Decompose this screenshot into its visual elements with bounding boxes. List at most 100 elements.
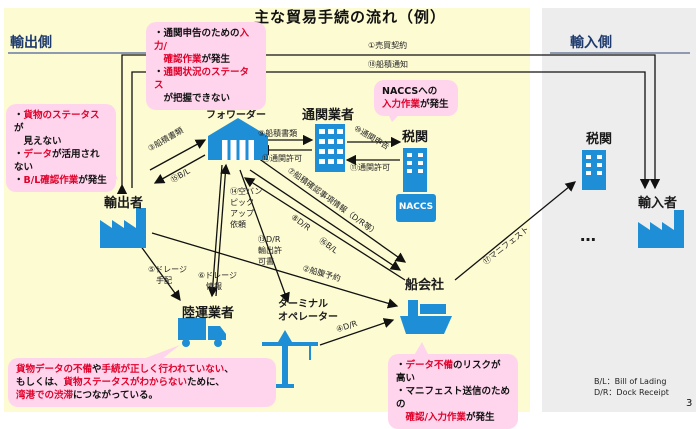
import-side-rule <box>550 52 690 54</box>
export-side-rule <box>8 52 158 54</box>
callout-line: ・通関状況のステータス <box>154 66 258 92</box>
arrow-drayage-info <box>207 164 223 298</box>
callout-line: NACCSへの <box>382 85 450 98</box>
abbreviation-notes: B/L：Bill of Lading D/R：Dock Receipt <box>594 376 669 398</box>
edge-label-sales-contract: ①売買契約 <box>368 41 408 50</box>
callout-text <box>396 412 406 423</box>
edge-label-shipping-notice: ⑱船積通知 <box>368 60 408 69</box>
highlight-text: 貨物データの不備 <box>16 364 93 375</box>
export-customs-label: 税関 <box>402 130 429 145</box>
import-side-label: 輸入側 <box>570 35 612 51</box>
callout-text: が <box>14 123 24 134</box>
edge-label-permit-11: ⑪通関許可 <box>350 163 390 172</box>
callout-text: が発生 <box>420 99 449 110</box>
naccs-label: NACCS <box>398 202 434 212</box>
arrow-bl-16 <box>243 177 406 281</box>
callout-text: ・ <box>14 175 24 186</box>
highlight-text: 確認作業 <box>163 54 202 65</box>
carrier-callout: ・データ不備のリスクが高い・マニフェスト送信のための 確認/入力作業が発生 <box>388 354 518 429</box>
callout-line: ・B/L確認作業が発生 <box>14 174 108 187</box>
arrow-booking <box>151 232 399 309</box>
edge-e13-line3: 可書 <box>258 257 274 266</box>
highlight-text: 確認/入力作業 <box>405 412 466 423</box>
edge-e6-line2: 情報 <box>206 282 222 291</box>
callout-line: 湾港での渋滞につながっている。 <box>16 389 268 402</box>
callout-text: が発生 <box>466 412 495 423</box>
edge-label-dr-export-permit: ⑬D/R 輸出許 可書 <box>258 234 282 267</box>
highlight-text: 湾港での渋滞 <box>16 390 74 401</box>
callout-line: 確認/入力作業が発生 <box>396 411 510 424</box>
land-callout-tail <box>135 345 180 362</box>
callout-text <box>154 54 164 65</box>
carrier-icon <box>400 300 452 334</box>
terminal-label-line2: オペレーター <box>278 312 338 323</box>
highlight-text: 入力/ <box>154 28 250 52</box>
edge-e5-line2: 手配 <box>156 276 172 285</box>
highlight-text: データ不備 <box>405 360 454 371</box>
exporter-label: 輸出者 <box>104 196 144 211</box>
customs-broker-label: 通関業者 <box>302 108 355 123</box>
importer-label: 輸入者 <box>638 196 678 211</box>
highlight-text: 通関状況のステータス <box>154 67 250 91</box>
edge-e14-line1: ⑭空バン <box>230 187 263 196</box>
arrow-loading-confirm <box>247 148 407 263</box>
forwarder-callout: ・通関申告のための入力/ 確認作業が発生・通関状況のステータス が把握できない <box>146 22 266 110</box>
edge-e13-line2: 輸出許 <box>258 246 282 255</box>
arrow-shipping-notice <box>131 71 651 190</box>
note-bl: B/L：Bill of Lading <box>594 377 667 386</box>
callout-text: ・通関申告のための <box>154 28 240 39</box>
callout-line: ・データが活用されない <box>14 148 108 174</box>
callout-line: ・マニフェスト送信のための <box>396 385 510 411</box>
callout-text: もしくは、 <box>16 377 64 388</box>
callout-text: が把握できない <box>154 93 231 104</box>
carrier-label: 船会社 <box>405 278 445 293</box>
exporter-icon <box>100 208 146 248</box>
land-transport-label: 陸運業者 <box>182 306 235 321</box>
arrow-empty-pickup <box>215 163 231 297</box>
edge-label-empty-pickup: ⑭空バン ピック アップ 依頼 <box>230 186 262 230</box>
callout-text: ・ <box>14 149 24 160</box>
callout-line: 確認作業が発生 <box>154 53 258 66</box>
arrow-dr-4 <box>319 318 395 346</box>
highlight-text: 貨物ステータスがわからない <box>63 377 188 388</box>
arrow-dr-8 <box>249 169 402 271</box>
callout-line: 貨物データの不備や手続が正しく行われていない、 <box>16 363 268 376</box>
diagram-title: 主な貿易手続の流れ（例） <box>253 8 446 26</box>
callout-line: 入力作業が発生 <box>382 98 450 111</box>
callout-text: につながっている。 <box>73 390 159 401</box>
highlight-text: 貨物のステータス <box>23 110 100 121</box>
highlight-text: B/L確認作業 <box>23 175 79 186</box>
callout-line: ・通関申告のための入力/ <box>154 27 258 53</box>
import-side-panel <box>542 8 696 412</box>
export-side-label: 輸出側 <box>10 35 52 51</box>
edge-label-drayage-info: ⑥ドレージ 情報 <box>198 270 237 292</box>
highlight-text: 手続が正しく行われていない <box>101 364 225 375</box>
arrow-bl-15 <box>153 154 206 184</box>
callout-text: ・マニフェスト送信のための <box>396 386 511 410</box>
callout-text: ・ <box>396 360 406 371</box>
terminal-operator-label: ターミナル オペレーター <box>278 298 338 324</box>
edge-e14-line2: ピック <box>230 198 254 207</box>
callout-line: 見えない <box>14 135 108 148</box>
callout-text: のリスクが高い <box>396 360 501 384</box>
callout-text: 見えない <box>14 136 62 147</box>
terminal-label-line1: ターミナル <box>278 299 328 310</box>
terminal-operator-icon <box>262 330 318 388</box>
import-customs-icon <box>582 150 606 190</box>
note-dr: D/R：Dock Receipt <box>594 388 669 397</box>
callout-text: NACCSへの <box>382 86 438 97</box>
page-number: 3 <box>686 398 693 409</box>
arrow-manifest <box>454 181 577 281</box>
customs-broker-icon <box>315 124 345 172</box>
callout-text: ・ <box>154 67 164 78</box>
highlight-text: 入力作業 <box>382 99 421 110</box>
callout-line: ・データ不備のリスクが高い <box>396 359 510 385</box>
callout-line: もしくは、貨物ステータスがわからないために、 <box>16 376 268 389</box>
edge-e13-line1: ⑬D/R <box>258 235 281 244</box>
edge-e5-line1: ⑤ドレージ <box>148 265 188 274</box>
ellipsis: … <box>580 226 596 245</box>
callout-line: が把握できない <box>154 92 258 105</box>
exporter-callout: ・ 貨物のステータスが 見えない・データが活用されない・B/L確認作業が発生 <box>6 104 116 192</box>
highlight-text: データ <box>23 149 53 160</box>
naccs-box: NACCS <box>396 194 436 222</box>
